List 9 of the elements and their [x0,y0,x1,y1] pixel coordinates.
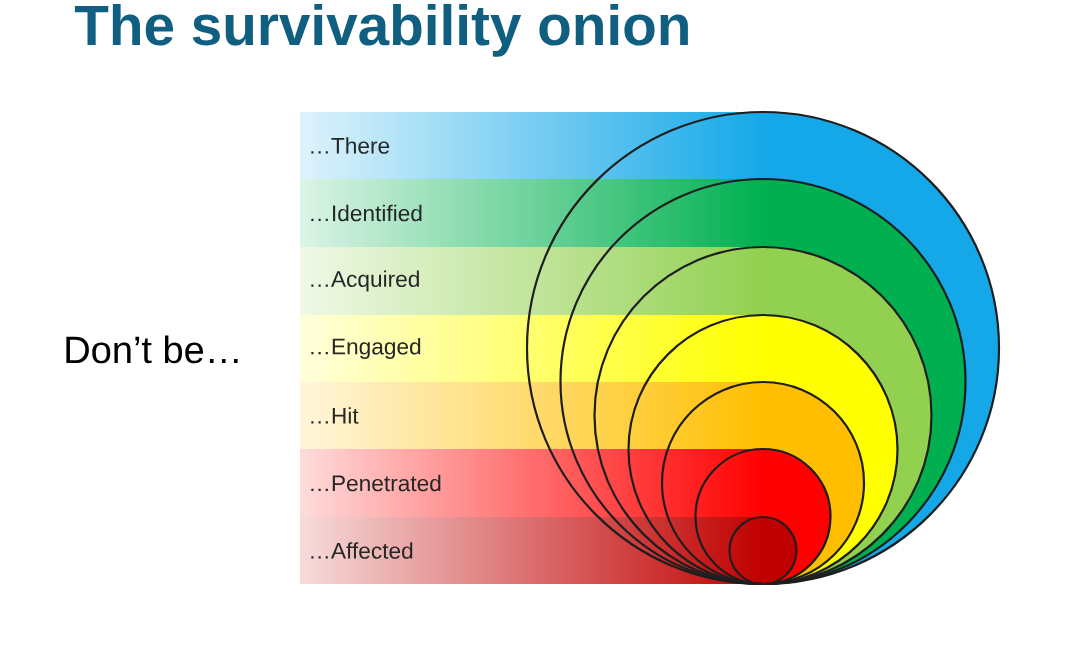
title: The survivability onion [74,3,688,57]
band-label: …Hit [311,407,359,424]
band-label: …Acquired [311,270,419,292]
band-label: …Identified [311,204,422,222]
lead-in-text: Don’t be… [66,335,238,364]
band-label: …Affected [311,542,413,559]
band-label: …Penetrated [311,474,441,492]
band-label: …There [311,137,390,154]
band-label: …Engaged [311,337,421,360]
